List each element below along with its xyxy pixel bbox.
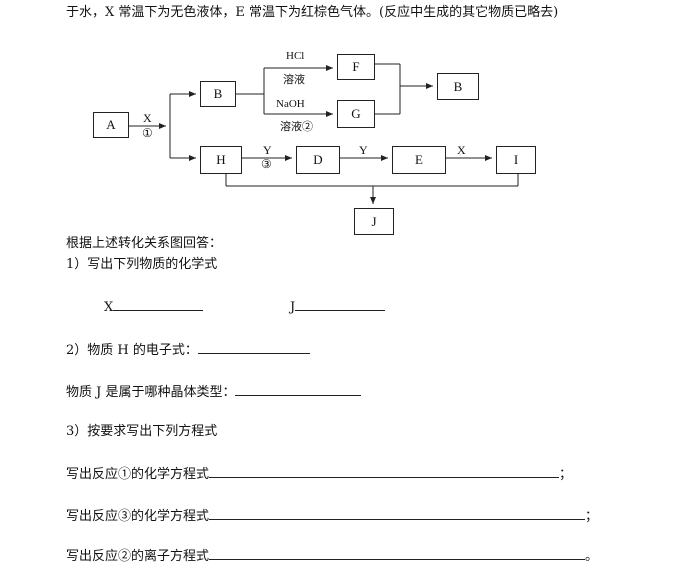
label-x-reagent: X [143,111,152,125]
answer-x-blank[interactable] [113,298,204,311]
label-step-1: ① [142,126,153,140]
node-g: G [337,100,375,128]
node-f: F [337,54,375,80]
answer-ionic-2-blank[interactable] [209,547,586,560]
label-hcl: HCl [286,50,305,62]
question-3c-text: 写出反应②的离子方程式 [66,549,210,564]
question-3b-text: 写出反应③的化学方程式 [66,509,210,524]
answer-reaction-1-blank[interactable] [209,465,560,478]
question-2-h-text: 2）物质 H 的电子式： [66,343,198,358]
question-3a-row: 写出反应①的化学方程式 ； [66,465,572,483]
node-i: I [496,146,536,174]
question-3c-row: 写出反应②的离子方程式 。 [66,547,598,565]
node-b: B [200,81,236,107]
answer-x-row: X [104,298,204,316]
answer-j-label: J [290,300,296,315]
answer-j-blank[interactable] [295,298,386,311]
question-3a-text: 写出反应①的化学方程式 [66,467,210,482]
label-y-2: Y [359,143,368,157]
question-3c-end: 。 [585,549,599,564]
question-3a-end: ； [559,467,573,482]
answer-crystal-blank[interactable] [235,383,362,396]
question-3-title: 3）按要求写出下列方程式 [66,424,218,439]
label-x-2: X [457,143,466,157]
node-a: A [93,112,129,138]
label-naoh-solution: 溶液② [280,121,313,133]
label-naoh: NaOH [276,98,305,110]
node-e: E [392,146,446,174]
question-2-h-row: 2）物质 H 的电子式： [66,341,310,359]
answer-reaction-3-blank[interactable] [209,507,586,520]
question-2-j-text: 物质 J 是属于哪种晶体类型： [66,385,236,400]
answer-x-label: X [104,300,114,315]
label-step-3: ③ [261,157,272,171]
question-3b-row: 写出反应③的化学方程式 ； [66,507,598,525]
questions-lead: 根据上述转化关系图回答： [66,236,223,251]
question-3b-end: ； [585,509,599,524]
label-hcl-solution: 溶液 [283,74,305,86]
question-2-j-row: 物质 J 是属于哪种晶体类型： [66,383,362,401]
node-j: J [354,208,394,235]
intro-text: 于水，X 常温下为无色液体，E 常温下为红棕色气体。(反应中生成的其它物质已略去… [66,5,559,20]
node-d: D [296,146,340,174]
answer-j-row: J [290,298,386,316]
node-h: H [200,146,242,174]
label-y-1: Y [263,143,272,157]
question-1-title: 1）写出下列物质的化学式 [66,257,218,272]
node-b-result: B [437,73,479,100]
answer-h-blank[interactable] [197,341,310,354]
